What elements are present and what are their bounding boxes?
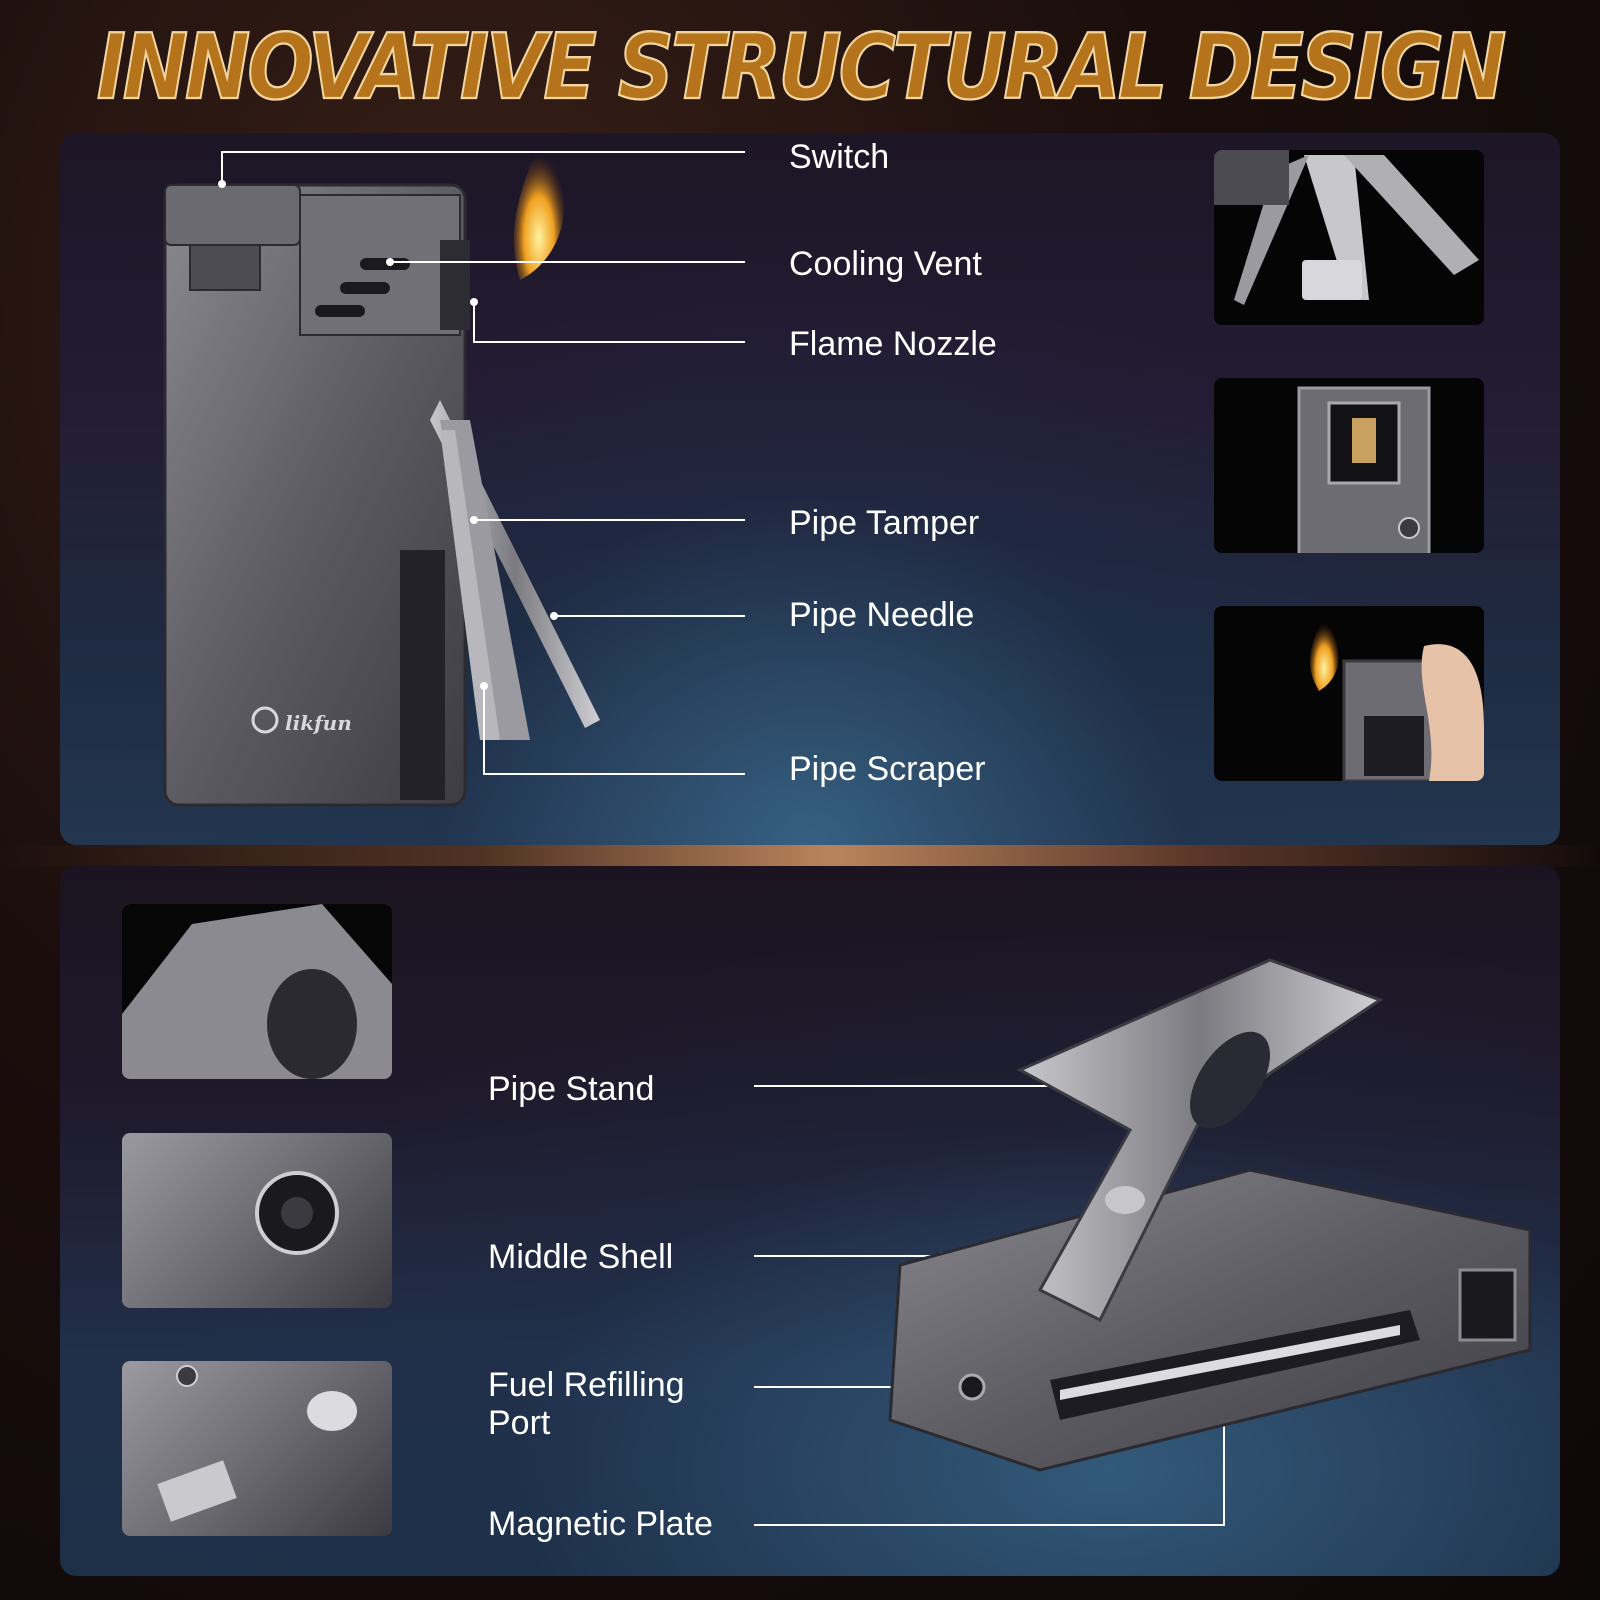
label-pipe-needle: Pipe Needle xyxy=(789,596,975,634)
inset-fuel-port xyxy=(122,1133,392,1308)
inset-pipe-stand xyxy=(122,904,392,1079)
vent-slot xyxy=(340,282,390,294)
inset-tools xyxy=(1214,150,1484,325)
brand-name: likfun xyxy=(285,711,352,735)
label-pipe-stand: Pipe Stand xyxy=(488,1070,655,1108)
vent-slot xyxy=(360,258,410,270)
label-pipe-scraper: Pipe Scraper xyxy=(789,750,986,788)
flame-icon xyxy=(513,140,564,280)
tools-fan xyxy=(430,400,600,740)
label-middle-shell: Middle Shell xyxy=(488,1238,674,1276)
top-leader-lines xyxy=(221,151,1225,1526)
brand-logo-icon xyxy=(251,706,279,734)
switch-cap xyxy=(164,184,301,246)
inset-nozzle xyxy=(1214,378,1484,553)
magnet-disc xyxy=(1105,1186,1145,1214)
label-switch: Switch xyxy=(789,138,890,176)
lighter-open xyxy=(888,958,1532,1472)
lighter-closed: likfun xyxy=(163,140,600,807)
label-flame-nozzle: Flame Nozzle xyxy=(789,325,997,363)
fuel-port-icon xyxy=(958,1373,986,1401)
inset-magnetic-plate xyxy=(122,1361,392,1536)
label-pipe-tamper: Pipe Tamper xyxy=(789,504,980,542)
page-title: INNOVATIVE STRUCTURAL DESIGN xyxy=(96,15,1508,121)
pipe-stand-arm xyxy=(1016,958,1384,1323)
label-magnetic-plate: Magnetic Plate xyxy=(488,1505,713,1543)
inset-flame xyxy=(1214,606,1484,781)
vent-slot xyxy=(315,305,365,317)
label-cooling-vent: Cooling Vent xyxy=(789,245,982,283)
divider-glow xyxy=(0,845,1600,867)
label-fuel-refilling-port: Fuel Refilling Port xyxy=(488,1366,685,1442)
